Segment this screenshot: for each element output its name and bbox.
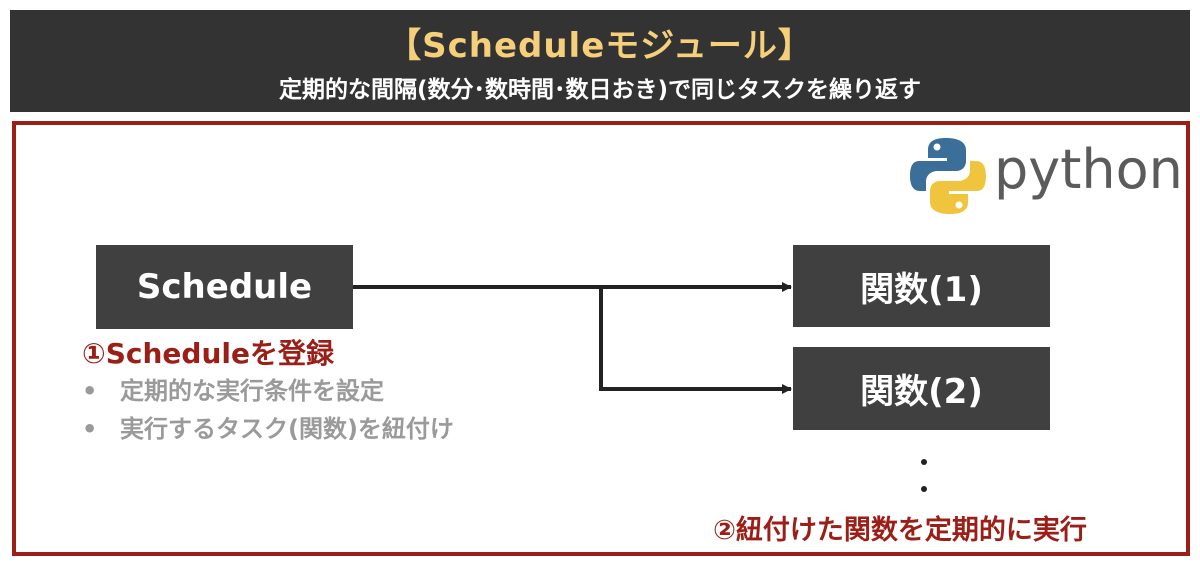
list-item: • 定期的な実行条件を設定 xyxy=(82,372,454,410)
python-logo-icon xyxy=(910,138,986,214)
page-title: 【Scheduleモジュール】 xyxy=(387,26,813,66)
function-2-box: 関数(2) xyxy=(793,347,1050,430)
continuation-dot xyxy=(921,486,927,492)
continuation-dot xyxy=(921,459,927,465)
bullet-icon: • xyxy=(82,415,98,443)
header-banner: 【Scheduleモジュール】 定期的な間隔(数分･数時間･数日おき)で同じタス… xyxy=(10,10,1190,112)
schedule-box-label: Schedule xyxy=(136,267,313,307)
python-wordmark: python xyxy=(994,138,1183,201)
bullet-text: 実行するタスク(関数)を紐付け xyxy=(120,415,454,443)
step2-title: ②紐付けた関数を定期的に実行 xyxy=(713,515,1087,546)
function-1-box: 関数(1) xyxy=(793,245,1050,327)
step1-title: ①Scheduleを登録 xyxy=(82,337,334,370)
schedule-box: Schedule xyxy=(96,245,353,329)
diagram-frame xyxy=(12,121,1190,556)
function-2-label: 関数(2) xyxy=(860,372,983,412)
bullet-icon: • xyxy=(82,377,98,405)
page-subtitle: 定期的な間隔(数分･数時間･数日おき)で同じタスクを繰り返す xyxy=(278,77,922,103)
list-item: • 実行するタスク(関数)を紐付け xyxy=(82,410,454,448)
bullet-text: 定期的な実行条件を設定 xyxy=(120,377,384,405)
function-1-label: 関数(1) xyxy=(860,269,983,310)
step1-bullets: • 定期的な実行条件を設定 • 実行するタスク(関数)を紐付け xyxy=(82,372,454,448)
